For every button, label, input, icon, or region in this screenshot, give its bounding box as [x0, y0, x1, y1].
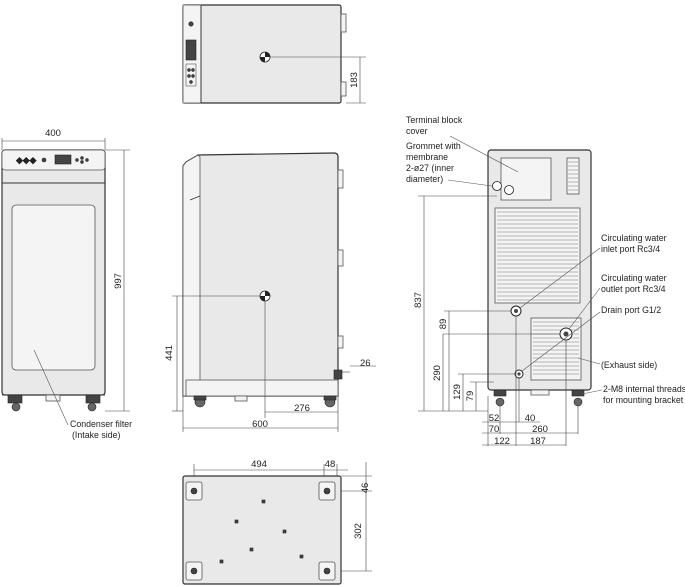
- top-view: 183: [182, 4, 366, 104]
- label-condenser-filter: Condenser filter: [70, 419, 132, 429]
- label-mounting-bracket: for mounting bracket: [603, 395, 684, 405]
- dim-bottom-depth: 302: [353, 523, 364, 539]
- label-inlet-port-rc: inlet port Rc3/4: [601, 244, 660, 254]
- rear-grille: [494, 207, 581, 304]
- dim-front-height: 997: [113, 273, 124, 289]
- front-control-panel: [1, 149, 106, 171]
- dim-rear-drain: 129: [452, 384, 463, 400]
- dim-rear-inlet: 89: [438, 319, 449, 330]
- label-drain-port: Drain port G1/2: [601, 305, 661, 315]
- label-grommet-diameter: 2-ø27 (inner: [406, 163, 454, 173]
- grommet-2-icon: [504, 185, 514, 195]
- dim-bottom-width: 494: [251, 459, 267, 470]
- front-display: [54, 154, 72, 165]
- dim-rear-h52: 52: [489, 413, 500, 424]
- center-of-gravity-icon: [259, 290, 271, 302]
- dim-rear-h187: 187: [530, 436, 546, 447]
- side-view: 441 26 276 600: [164, 152, 376, 432]
- dim-rear-h70: 70: [489, 424, 500, 435]
- dim-rear-foot: 79: [465, 391, 476, 402]
- dim-front-width: 400: [45, 128, 61, 139]
- dim-side-depth: 600: [252, 419, 268, 430]
- label-grommet-membrane: membrane: [406, 152, 448, 162]
- bottom-view: 494 48 46 302: [182, 459, 372, 585]
- label-grommet: Grommet with: [406, 141, 461, 151]
- label-intake-side: (Intake side): [72, 430, 120, 440]
- top-view-logo-icon: [188, 21, 194, 27]
- label-grommet-inner: diameter): [406, 174, 443, 184]
- exhaust-grille: [530, 317, 582, 381]
- dim-rear-h260: 260: [532, 424, 548, 435]
- dim-side-center-height: 441: [164, 345, 175, 361]
- front-view: 400 ◆◆◆ 997 Condenser filter (Intake sid…: [1, 128, 132, 440]
- dim-rear-outlet: 290: [432, 365, 443, 381]
- label-m8-threads: 2-M8 internal threads: [603, 384, 685, 394]
- center-of-gravity-icon: [259, 51, 271, 63]
- grommet-1-icon: [492, 181, 502, 191]
- front-brand-logo: ◆◆◆: [15, 155, 38, 165]
- rear-view: 837 89 290 129 79 52 40 70 260 122 187 T…: [406, 115, 685, 447]
- label-terminal-block: Terminal block: [406, 115, 463, 125]
- dim-rear-height: 837: [413, 292, 424, 308]
- dim-bottom-top-offset: 46: [360, 483, 371, 494]
- condenser-filter: [11, 204, 96, 371]
- dim-side-center-depth: 276: [294, 403, 310, 414]
- top-view-display: [185, 39, 197, 61]
- label-outlet-port: Circulating water: [601, 273, 667, 283]
- label-outlet-port-rc: outlet port Rc3/4: [601, 284, 666, 294]
- dim-rear-h122: 122: [494, 436, 510, 447]
- label-exhaust-side: (Exhaust side): [601, 360, 657, 370]
- dim-rear-h40: 40: [525, 413, 536, 424]
- label-inlet-port: Circulating water: [601, 233, 667, 243]
- dim-top-depth: 183: [349, 72, 360, 88]
- dim-bottom-edge: 48: [325, 459, 336, 470]
- label-terminal-cover: cover: [406, 126, 428, 136]
- dim-side-port-offset: 26: [360, 358, 371, 369]
